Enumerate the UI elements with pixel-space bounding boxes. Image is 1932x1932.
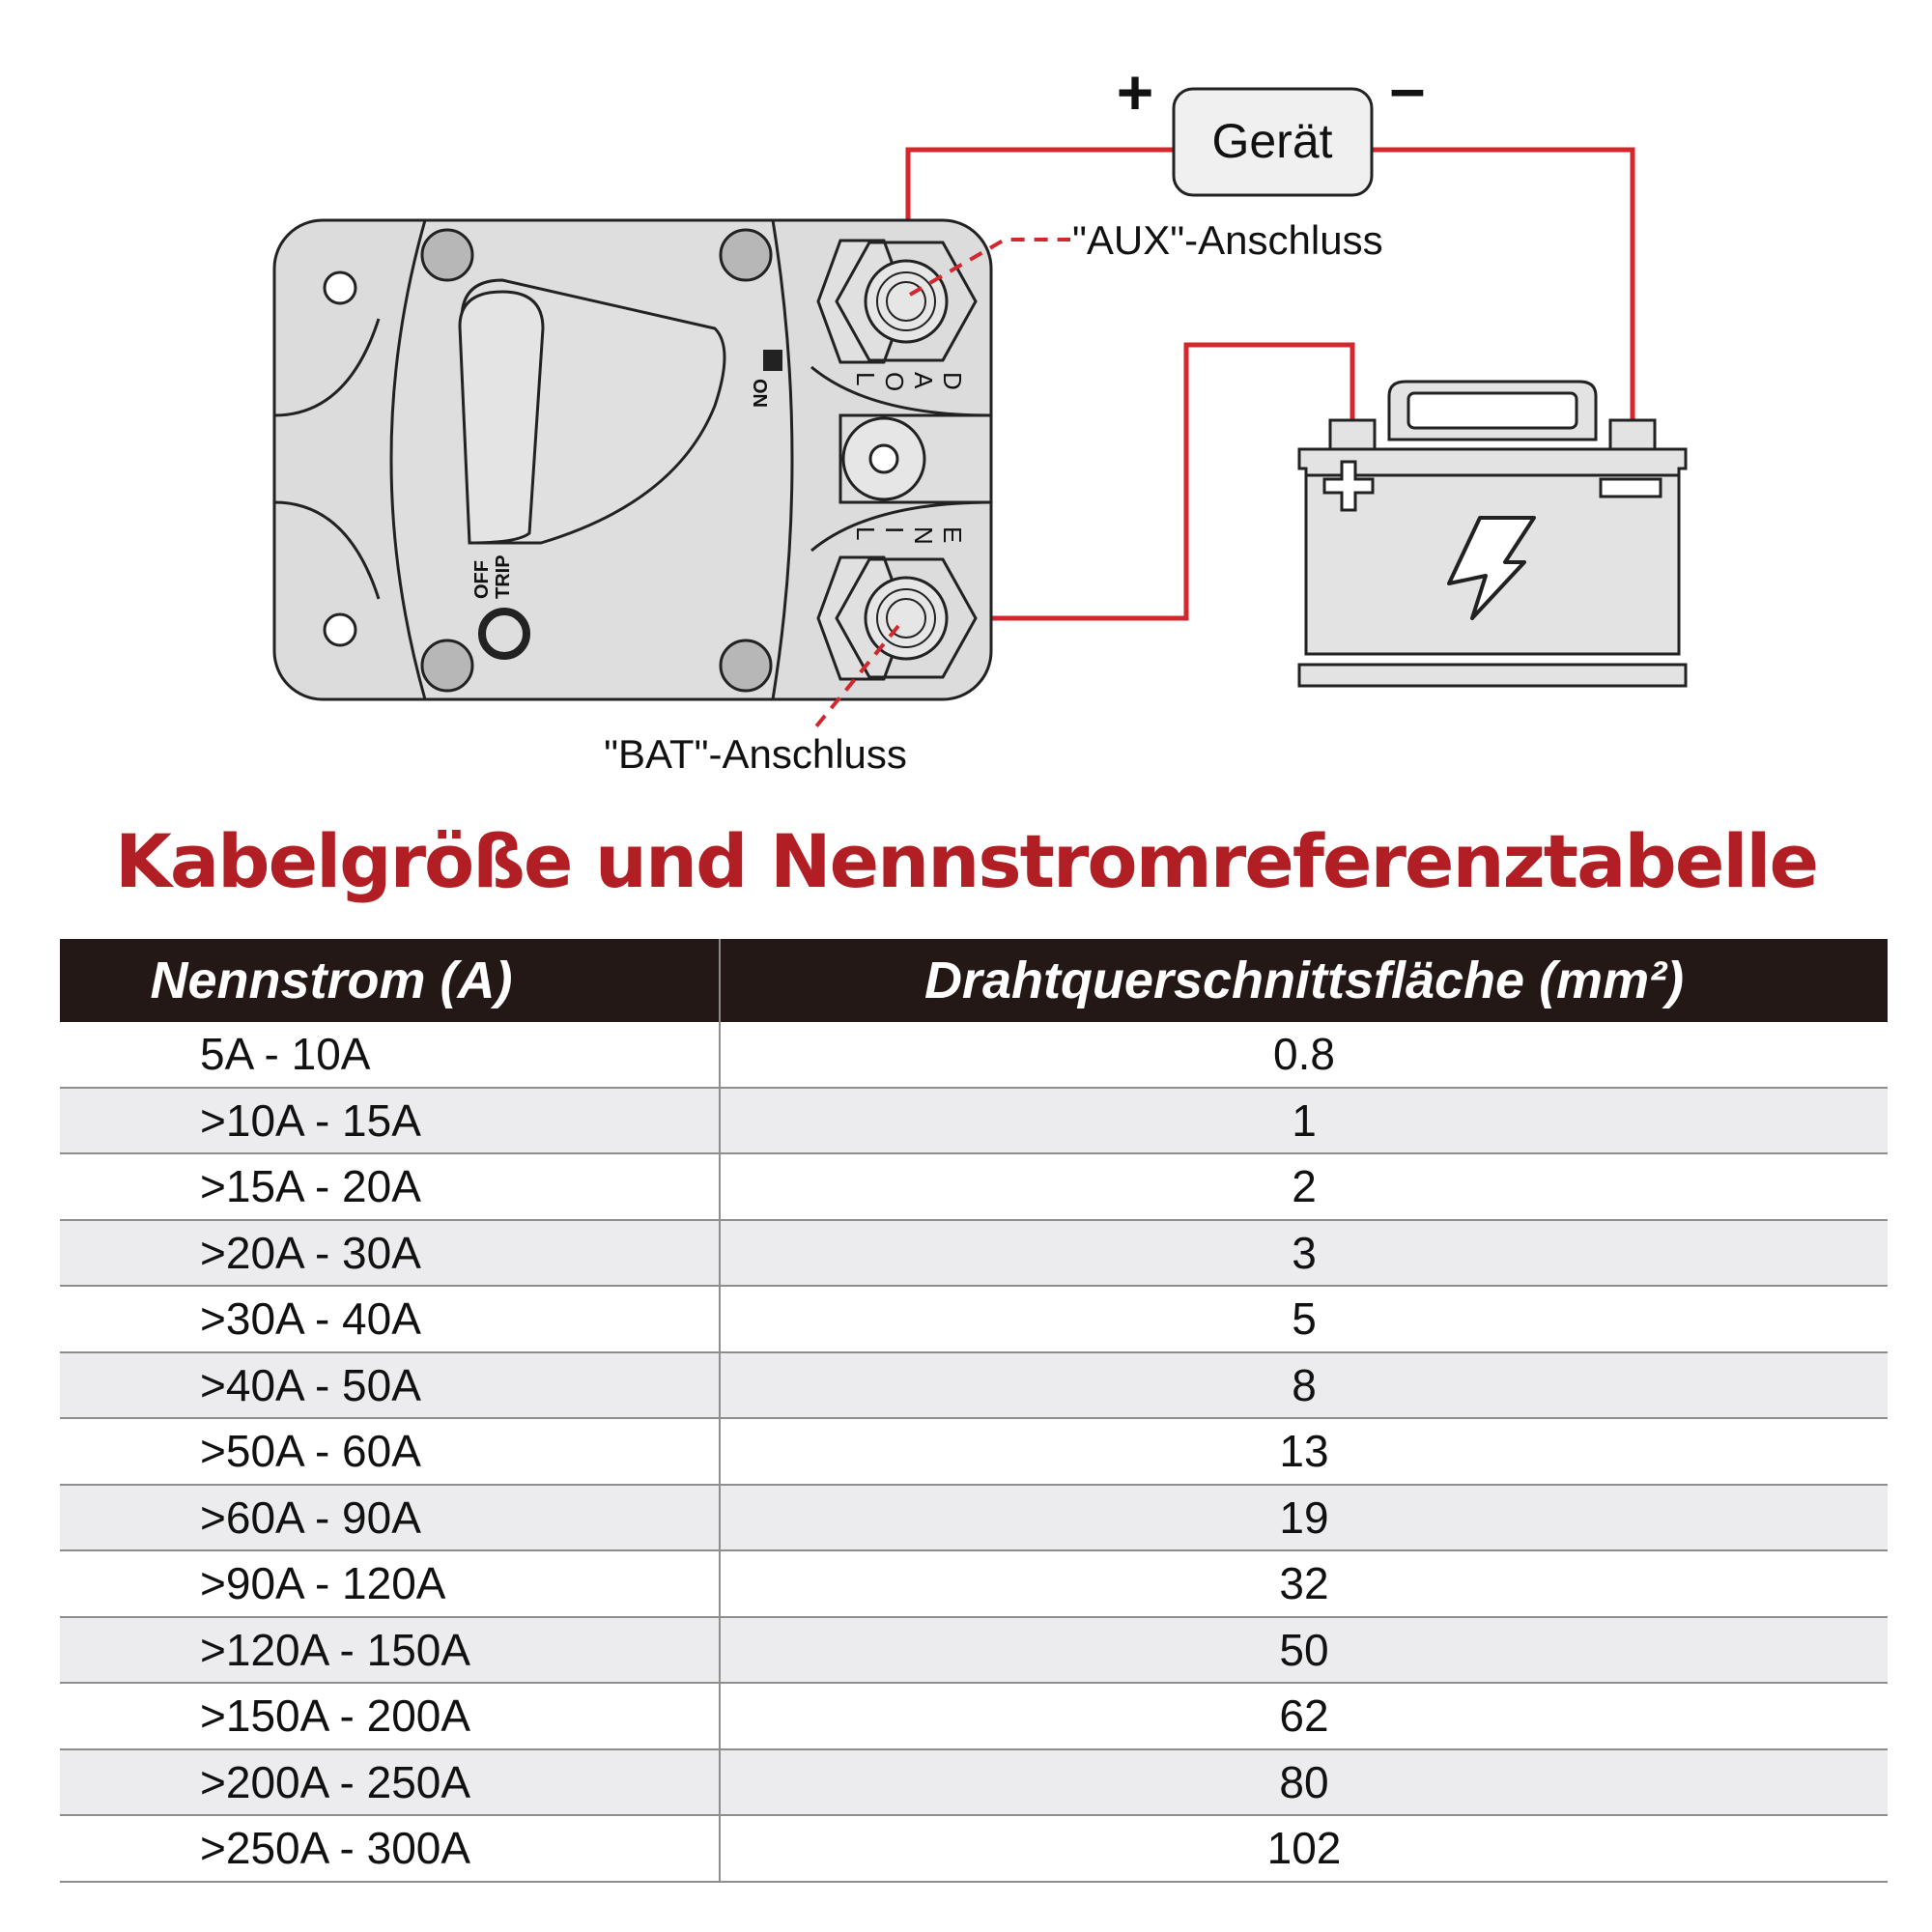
device-label: Gerät <box>1211 114 1332 168</box>
line-terminal-hex <box>835 557 978 679</box>
trip-button <box>478 608 530 660</box>
battery-base <box>1297 663 1688 688</box>
rivet-top-right <box>719 228 773 282</box>
load-letter-o: O <box>880 372 909 391</box>
aux-leader-line <box>908 238 1070 297</box>
cell-current: >15A - 20A <box>60 1153 721 1221</box>
bat-label: "BAT"-Anschluss <box>604 731 907 777</box>
battery-minus-post <box>1608 418 1657 451</box>
minus-sign: – <box>1390 52 1426 124</box>
wire-device-to-battery-minus <box>1372 147 1635 420</box>
load-letters: L O A D <box>851 372 967 391</box>
rivet-top-left <box>420 228 474 282</box>
off-label: OFF <box>471 560 493 599</box>
rivet-bottom-left <box>420 639 474 693</box>
header-drahtquerschnitt: Drahtquerschnittsfläche (mm²) <box>720 939 1888 1022</box>
mount-hole-top-left <box>323 270 357 305</box>
cell-area: 8 <box>720 1351 1888 1419</box>
cell-current: >40A - 50A <box>60 1351 721 1419</box>
load-terminal-hex <box>835 241 978 362</box>
device-box: Gerät <box>1172 87 1374 197</box>
breaker-lever <box>458 290 545 545</box>
line-letter-i: I <box>880 526 909 533</box>
aux-label: "AUX"-Anschluss <box>1072 217 1383 263</box>
cell-current: >60A - 90A <box>60 1484 721 1551</box>
line-terminal <box>816 555 949 681</box>
battery-body <box>1304 473 1681 656</box>
breaker-center-hole <box>868 443 899 474</box>
reference-table: Nennstrom (A) Drahtquerschnittsfläche (m… <box>60 939 1888 1883</box>
rivet-bottom-right <box>719 639 773 693</box>
cell-area: 62 <box>720 1683 1888 1750</box>
table-title: Kabelgröße und Nennstromreferenztabelle <box>114 818 1819 904</box>
cell-area: 1 <box>720 1087 1888 1154</box>
breaker-left-wing <box>273 318 381 600</box>
cell-area: 80 <box>720 1748 1888 1816</box>
line-letter-e: E <box>938 526 967 543</box>
mount-hole-bottom-left <box>323 612 357 647</box>
minus-terminal-icon <box>1599 477 1662 498</box>
table-header-row: Nennstrom (A) Drahtquerschnittsfläche (m… <box>60 939 1888 1022</box>
battery-handle-slot <box>1406 391 1578 430</box>
plus-terminal-icon <box>1322 460 1375 512</box>
cell-area: 3 <box>720 1219 1888 1287</box>
load-letter-a: A <box>909 372 938 389</box>
cell-current: >120A - 150A <box>60 1616 721 1684</box>
cell-current: 5A - 10A <box>60 1022 721 1089</box>
trip-label: TRIP <box>493 554 514 599</box>
cell-current: >20A - 30A <box>60 1219 721 1287</box>
load-letter-d: D <box>938 372 967 390</box>
battery <box>1297 380 1688 688</box>
cell-current: >150A - 200A <box>60 1683 721 1750</box>
cell-area: 32 <box>720 1550 1888 1618</box>
load-terminal <box>816 239 949 364</box>
battery-lid <box>1297 447 1688 477</box>
plus-sign: + <box>1117 56 1154 128</box>
cell-area: 0.8 <box>720 1022 1888 1089</box>
cell-area: 2 <box>720 1153 1888 1221</box>
cell-current: >10A - 15A <box>60 1087 721 1154</box>
cell-current: >200A - 250A <box>60 1748 721 1816</box>
cell-area: 50 <box>720 1616 1888 1684</box>
cell-current: >90A - 120A <box>60 1550 721 1618</box>
cell-area: 13 <box>720 1418 1888 1486</box>
wire-bat-to-battery-plus <box>908 342 1355 621</box>
cell-area: 19 <box>720 1484 1888 1551</box>
on-indicator <box>763 350 782 371</box>
on-label: ON <box>749 379 770 408</box>
wiring-diagram: Gerät + – <box>272 52 1688 777</box>
cell-current: >30A - 40A <box>60 1286 721 1353</box>
header-nennstrom: Nennstrom (A) <box>60 939 721 1022</box>
load-letter-l: L <box>851 372 880 385</box>
circuit-breaker <box>272 218 993 701</box>
cell-current: >250A - 300A <box>60 1815 721 1883</box>
cell-current: >50A - 60A <box>60 1418 721 1486</box>
battery-plus-post <box>1328 418 1377 451</box>
cell-area: 5 <box>720 1286 1888 1353</box>
line-letter-n: N <box>909 526 938 545</box>
cell-area: 102 <box>720 1815 1888 1883</box>
lightning-bolt-icon <box>1447 516 1536 620</box>
line-letter-l: L <box>851 526 880 540</box>
line-letters: L I N E <box>851 526 967 545</box>
